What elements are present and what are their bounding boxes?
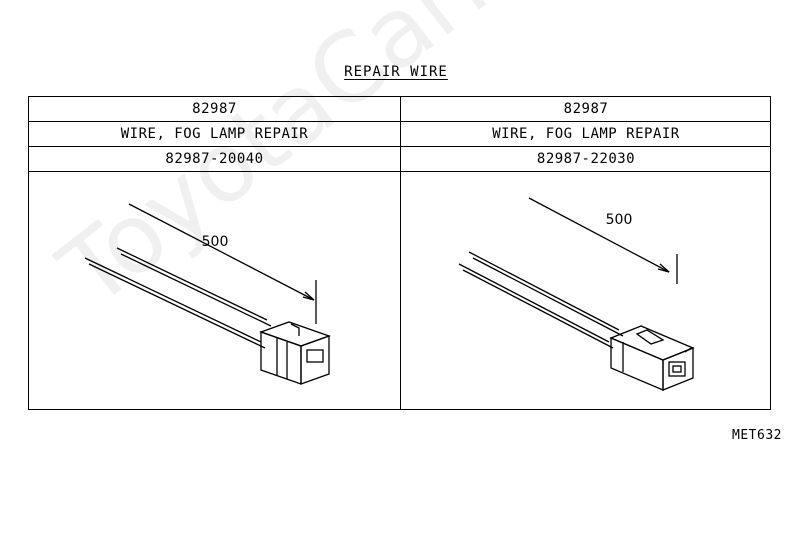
dimension-arrowhead [302,291,315,301]
connector-housing-side [260,331,302,385]
part-description-cell: WIRE, FOG LAMP REPAIR [29,122,400,147]
full-part-number-cell: 82987-20040 [29,147,400,172]
wire-line [120,253,272,327]
wire-line [468,251,620,331]
connector-latch [635,329,665,345]
connector-illustration-right: 500 [458,197,695,391]
wire-line [84,257,262,343]
connector-cavity [672,365,682,373]
part-number-cell: 82987 [29,97,400,122]
connector-housing-side [610,337,664,391]
part-column-left: 82987 WIRE, FOG LAMP REPAIR 82987-20040 [29,97,400,409]
parts-table: 82987 WIRE, FOG LAMP REPAIR 82987-20040 [28,96,771,410]
wire-line [116,247,268,321]
wire-line [458,263,610,343]
dimension-label: 500 [606,212,633,228]
dimension-label: 500 [202,234,229,250]
connector-cavity [668,361,686,377]
part-description-cell: WIRE, FOG LAMP REPAIR [401,122,771,147]
reference-code: MET632 [732,428,782,443]
connector-latch [306,349,324,363]
connector-detail-line [684,347,692,353]
page-title-text: REPAIR WIRE [344,64,448,80]
connector-drawing-left: 500 [29,172,400,409]
connector-drawing-right: 500 [401,172,771,409]
part-column-right: 82987 WIRE, FOG LAMP REPAIR 82987-22030 [400,97,771,409]
part-number-cell: 82987 [401,97,771,122]
dimension-arrowhead [657,263,670,273]
full-part-number-cell: 82987-22030 [401,147,771,172]
connector-detail-line [290,323,300,336]
connector-illustration-left: 500 [84,203,331,385]
page-title: REPAIR WIRE [0,64,792,80]
dimension-line [128,203,315,301]
wire-line [472,257,624,337]
connector-housing-front [300,335,330,385]
connector-housing-front [662,347,694,391]
wire-line [462,269,614,349]
wire-line [88,263,266,349]
dimension-line [528,197,670,273]
